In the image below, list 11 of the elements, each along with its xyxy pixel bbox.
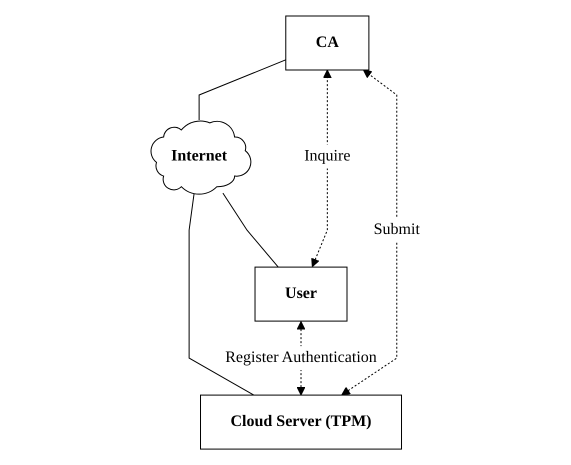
- arrow: [341, 70, 398, 396]
- edge-label: Submit: [374, 221, 420, 238]
- arrow: [311, 70, 332, 268]
- connector: [222, 192, 279, 268]
- node-box: Cloud Server (TPM): [200, 394, 402, 450]
- connector: [188, 192, 254, 396]
- node-box: CA: [285, 15, 370, 70]
- edge-label: Inquire: [304, 148, 350, 165]
- connector: [198, 59, 286, 120]
- edge-label: Register Authentication: [225, 349, 377, 366]
- node-box: User: [254, 266, 348, 322]
